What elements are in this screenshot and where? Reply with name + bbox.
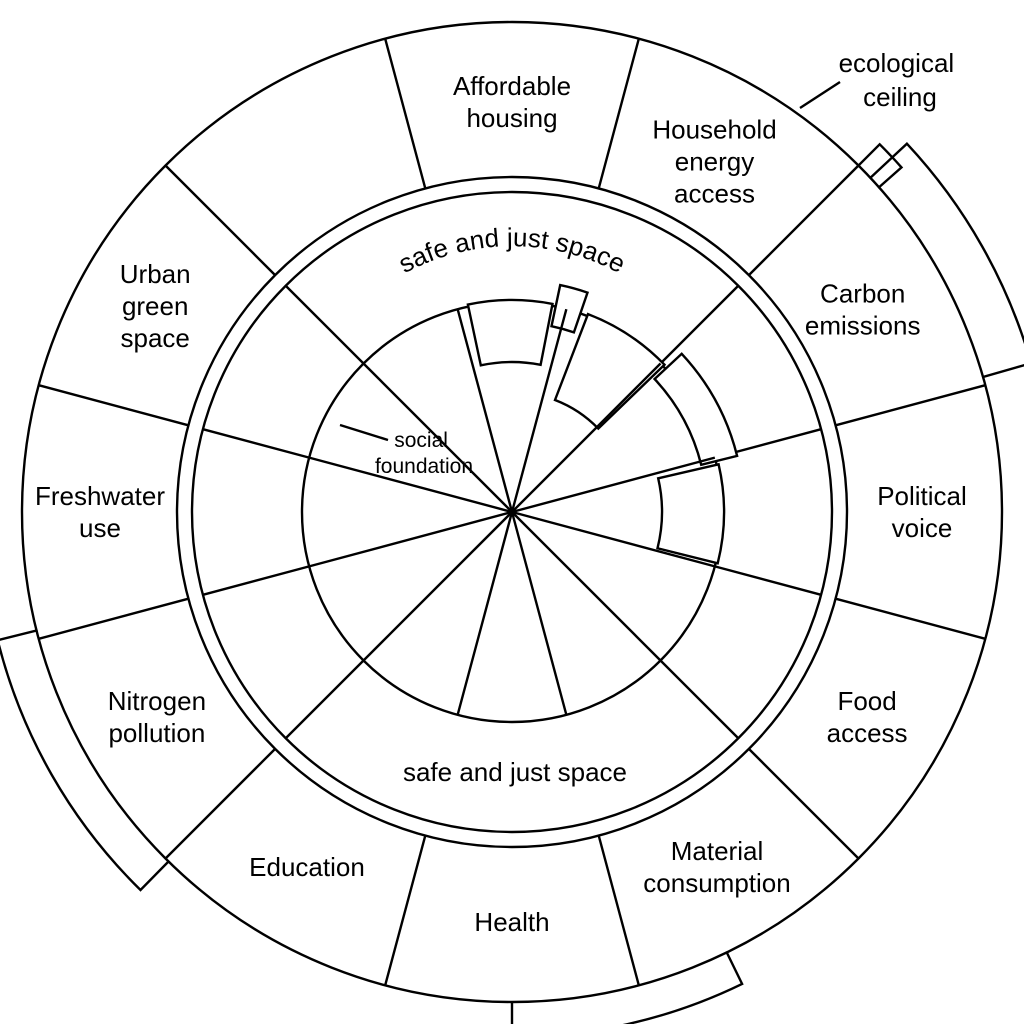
social-foundation-label: social foundation	[375, 429, 473, 478]
safe-space-divider	[202, 428, 310, 459]
safe-space-divider	[284, 659, 365, 740]
foundation-spoke	[308, 510, 513, 568]
foundation-spoke	[456, 308, 514, 513]
outer-ring-dividers	[38, 38, 986, 986]
outer-divider	[38, 384, 189, 427]
segment-label-line: housing	[466, 103, 557, 133]
foundation-spoke	[511, 510, 716, 568]
foundation-spoke	[511, 362, 662, 513]
social-foundation-spokes	[308, 308, 716, 716]
segment-label-line: voice	[892, 513, 953, 543]
outer-divider	[748, 164, 860, 276]
segment-label-line: Urban	[120, 259, 191, 289]
segment-label-line: access	[827, 718, 908, 748]
segment-label-line: pollution	[108, 718, 205, 748]
segment-label-line: Affordable	[453, 71, 571, 101]
shortfall-notch-right	[656, 462, 726, 565]
overshoot-arc-right	[652, 352, 739, 467]
safe-space-label-bottom: safe and just space	[403, 757, 627, 787]
outer-divider	[384, 835, 427, 986]
segment-label-line: emissions	[805, 311, 921, 341]
segment-label-line: Carbon	[820, 279, 905, 309]
shortfall-notch-top	[466, 298, 554, 367]
safe-space-divider	[284, 284, 365, 365]
social-foundation-overshoots	[466, 283, 739, 565]
segment-label: Education	[249, 852, 365, 882]
shortfall-notch-upper-right	[553, 312, 667, 431]
foundation-spoke	[362, 511, 513, 662]
outer-divider	[164, 164, 276, 276]
outer-divider	[384, 38, 427, 189]
safe-space-divider	[659, 659, 740, 740]
outer-divider	[597, 835, 640, 986]
ecological-ceiling-label: ecological ceiling	[839, 48, 962, 112]
segment-label-line: consumption	[643, 868, 790, 898]
segment-label-line: space	[121, 323, 190, 353]
segment-label-line: Education	[249, 852, 365, 882]
segment-label-line: Health	[474, 907, 549, 937]
foundation-spoke	[511, 511, 662, 662]
social-foundation-leader	[339, 423, 389, 442]
outer-divider	[597, 38, 640, 189]
foundation-spoke	[308, 456, 513, 514]
outer-divider	[835, 384, 986, 427]
foundation-spoke	[510, 511, 568, 716]
safe-space-outer-circle	[190, 190, 834, 834]
ecological-ceiling-circle	[175, 175, 849, 849]
segment-label-line: energy	[675, 146, 755, 176]
foundation-spoke	[511, 456, 716, 514]
outer-divider	[835, 597, 986, 640]
segment-label-line: Food	[837, 686, 896, 716]
segment-label-line: Material	[671, 836, 763, 866]
segment-label: Health	[474, 907, 549, 937]
segment-label-line: green	[122, 291, 189, 321]
foundation-spoke	[510, 308, 568, 513]
safe-space-dividers	[202, 284, 822, 740]
foundation-spoke	[456, 511, 514, 716]
outer-divider	[38, 597, 189, 640]
safe-space-divider	[659, 284, 740, 365]
foundation-spoke	[362, 362, 513, 513]
overshoot-tab-top	[550, 283, 590, 334]
outer-divider	[748, 748, 860, 860]
outer-ring-overshoots	[0, 23, 1024, 1024]
ecological-ceiling-outer-circle	[20, 20, 1004, 1004]
segment-label-line: use	[79, 513, 121, 543]
segment-label-line: Political	[877, 481, 967, 511]
safe-space-divider	[202, 565, 310, 596]
safe-space-divider	[714, 565, 822, 596]
segment-label-line: Household	[652, 114, 776, 144]
segment-label-line: Freshwater	[35, 481, 165, 511]
ecological-ceiling-leader	[799, 80, 841, 110]
segment-label-line: access	[674, 178, 755, 208]
segment-label-line: Nitrogen	[108, 686, 206, 716]
outer-divider	[164, 748, 276, 860]
